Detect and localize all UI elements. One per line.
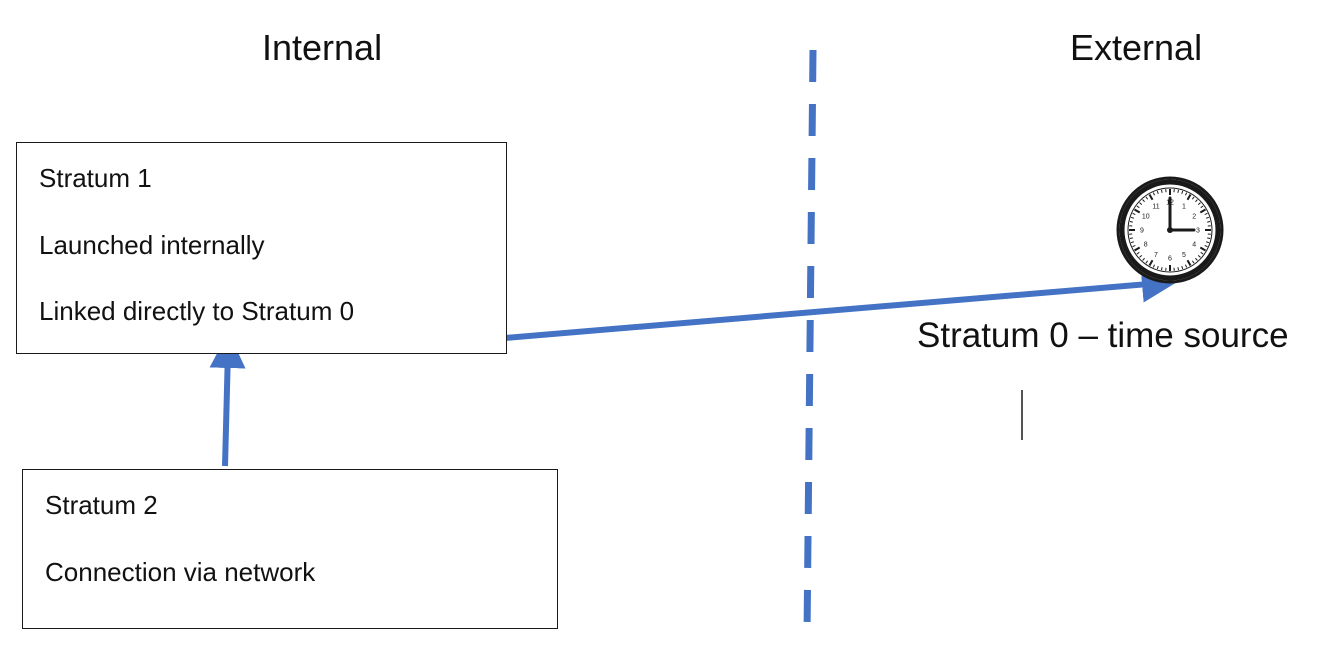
clock-icon: 123456789101112 — [1116, 176, 1224, 284]
stratum1-title: Stratum 1 — [39, 163, 152, 193]
stratum2-title: Stratum 2 — [45, 490, 158, 520]
arrow-stratum2-to-stratum1 — [209, 332, 246, 467]
heading-external: External — [1070, 27, 1203, 68]
svg-text:2: 2 — [1192, 214, 1196, 221]
svg-text:8: 8 — [1144, 242, 1148, 249]
svg-text:4: 4 — [1192, 242, 1196, 249]
svg-text:1: 1 — [1182, 203, 1186, 210]
stratum1-line1: Launched internally — [39, 230, 265, 260]
svg-text:10: 10 — [1142, 214, 1150, 221]
svg-text:3: 3 — [1196, 228, 1200, 235]
internal-external-divider — [803, 49, 817, 636]
svg-text:9: 9 — [1140, 228, 1144, 235]
svg-text:11: 11 — [1152, 203, 1159, 210]
stratum0-label: Stratum 0 – time source — [917, 316, 1289, 355]
svg-text:7: 7 — [1154, 252, 1158, 259]
heading-internal: Internal — [262, 27, 383, 68]
svg-text:5: 5 — [1182, 252, 1186, 259]
stratum1-box: Stratum 1 Launched internally Linked dir… — [16, 142, 507, 354]
stratum1-line2: Linked directly to Stratum 0 — [39, 296, 355, 326]
stratum2-line1: Connection via network — [45, 557, 316, 587]
svg-text:6: 6 — [1168, 256, 1172, 263]
arrow-stratum1-to-stratum0 — [504, 266, 1178, 341]
stratum2-box: Stratum 2 Connection via network — [22, 469, 558, 629]
